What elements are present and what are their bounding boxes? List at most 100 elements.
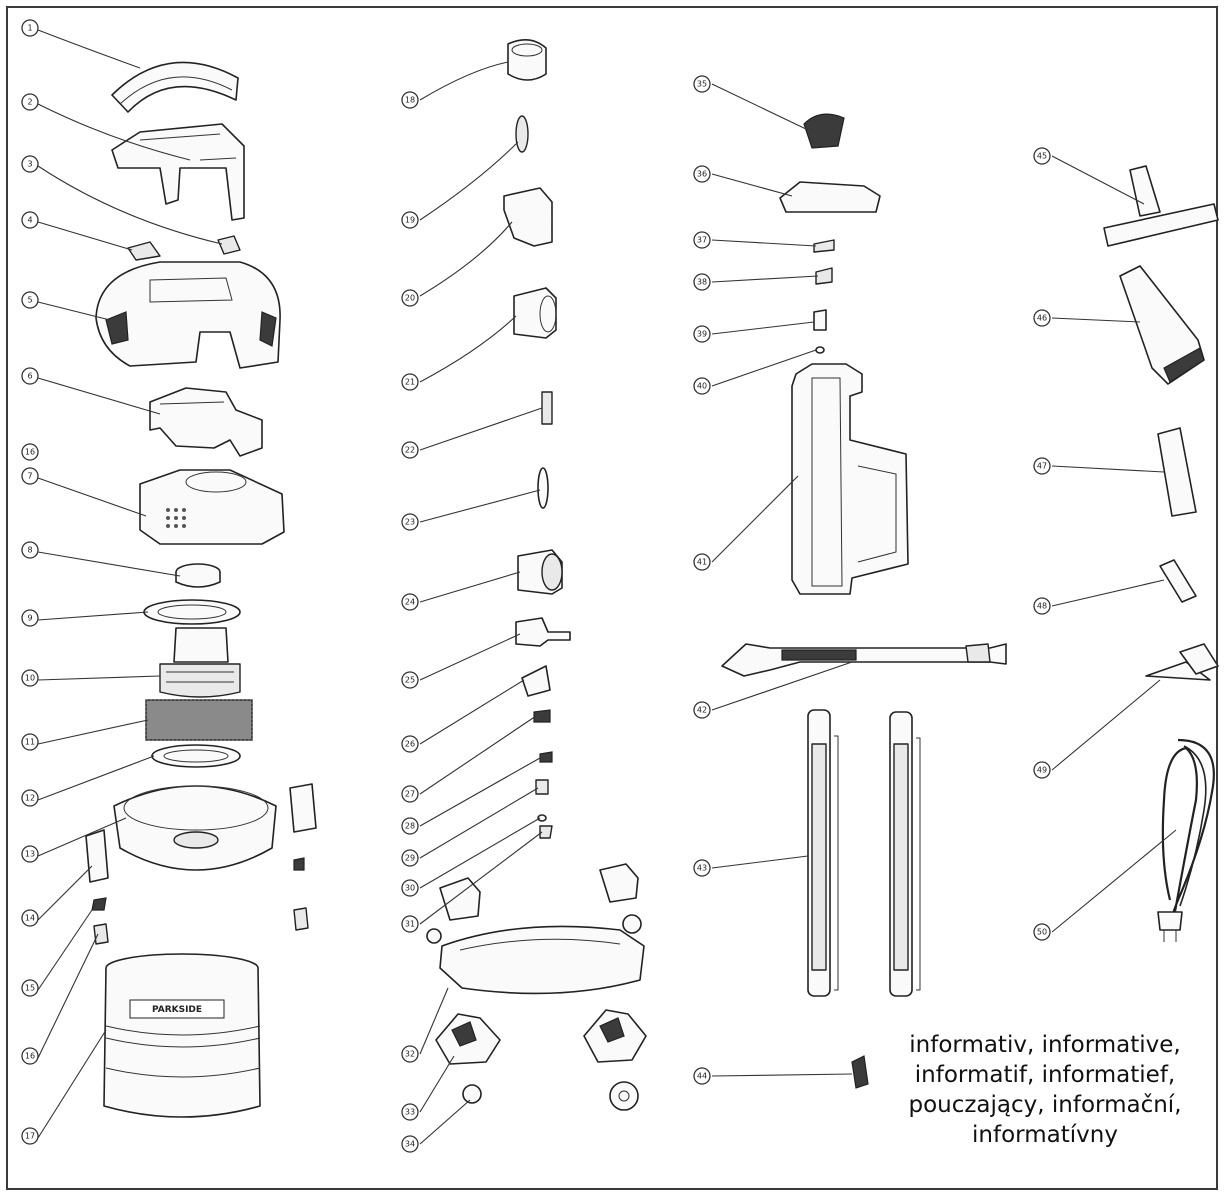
part-39-rod	[813, 309, 827, 331]
svg-text:24: 24	[405, 598, 415, 607]
part-49-wet-nozzle	[1145, 643, 1219, 681]
part-19-disc	[515, 115, 529, 153]
label-29: 29	[401, 849, 419, 867]
part-5-motor-housing	[95, 261, 281, 369]
label-9: 9	[21, 609, 39, 627]
part-11-foam-filter	[145, 699, 253, 741]
svg-text:46: 46	[1037, 314, 1047, 323]
part-18-cap	[507, 39, 547, 81]
diagram-frame	[6, 6, 1218, 1190]
svg-text:19: 19	[405, 216, 415, 225]
part-42-hose	[721, 643, 1007, 677]
part-37-clip	[813, 239, 835, 253]
part-22-seal	[541, 391, 553, 425]
part-10-motor	[159, 627, 241, 698]
label-7: 7	[21, 467, 39, 485]
svg-text:34: 34	[405, 1140, 415, 1149]
part-34-wheels	[462, 1081, 639, 1111]
leader-lines	[37, 29, 1177, 1145]
part-36-filter-cover	[779, 181, 881, 213]
svg-text:10: 10	[25, 674, 35, 683]
label-13: 13	[21, 845, 39, 863]
label-10: 10	[21, 669, 39, 687]
part-4-knob	[127, 241, 161, 261]
svg-text:33: 33	[405, 1108, 415, 1117]
label-41: 41	[693, 553, 711, 571]
label-24: 24	[401, 593, 419, 611]
label-44: 44	[693, 1067, 711, 1085]
part-40-washer	[815, 346, 825, 354]
svg-text:42: 42	[697, 706, 707, 715]
svg-text:43: 43	[697, 864, 707, 873]
label-30: 30	[401, 879, 419, 897]
svg-text:44: 44	[697, 1072, 707, 1081]
part-7-motor-body	[139, 469, 285, 545]
svg-text:20: 20	[405, 294, 415, 303]
part-47-crevice-nozzle	[1157, 427, 1197, 517]
svg-text:16: 16	[25, 448, 35, 457]
label-42: 42	[693, 701, 711, 719]
part-28-pin	[539, 751, 553, 763]
label-8: 8	[21, 541, 39, 559]
part-25-switch	[515, 617, 571, 647]
svg-text:47: 47	[1037, 462, 1047, 471]
svg-text:50: 50	[1037, 928, 1047, 937]
part-48-adapter	[1159, 559, 1197, 603]
svg-text:35: 35	[697, 80, 707, 89]
label-20: 20	[401, 289, 419, 307]
svg-text:39: 39	[697, 330, 707, 339]
label-16: 16	[21, 1047, 39, 1065]
label-48: 48	[1033, 597, 1051, 615]
label-23: 23	[401, 513, 419, 531]
part-14-clips	[85, 783, 317, 883]
svg-text:38: 38	[697, 278, 707, 287]
svg-text:17: 17	[25, 1132, 35, 1141]
label-32: 32	[401, 1045, 419, 1063]
part-29-block	[535, 779, 549, 795]
label-49: 49	[1033, 761, 1051, 779]
part-20-inlet-elbow	[503, 187, 553, 247]
part-21-inlet-socket	[513, 287, 557, 339]
note-line-3: pouczający, informační,	[908, 1092, 1182, 1118]
label-21: 21	[401, 373, 419, 391]
part-45-floor-nozzle	[1103, 165, 1219, 247]
part-2-handle	[111, 123, 245, 221]
part-23-o-ring	[537, 467, 549, 509]
part-46-upholstery-nozzle	[1119, 265, 1205, 385]
label-22: 22	[401, 441, 419, 459]
part-33-casters	[435, 1009, 647, 1065]
svg-text:45: 45	[1037, 152, 1047, 161]
label-40: 40	[693, 377, 711, 395]
part-drawings: PARKSIDE	[85, 39, 1219, 1118]
part-13-lower-housing	[113, 785, 277, 871]
part-6-motor-cover	[149, 387, 263, 457]
svg-text:26: 26	[405, 740, 415, 749]
label-26: 26	[401, 735, 419, 753]
part-35-filter-grille	[803, 113, 845, 149]
note-line-4: informatívny	[972, 1122, 1118, 1148]
label-45: 45	[1033, 147, 1051, 165]
label-31: 31	[401, 915, 419, 933]
svg-text:22: 22	[405, 446, 415, 455]
label-2: 2	[21, 93, 39, 111]
svg-text:40: 40	[697, 382, 707, 391]
svg-text:41: 41	[697, 558, 707, 567]
note-line-2: informatif, informatief,	[914, 1062, 1176, 1088]
label-15: 15	[21, 979, 39, 997]
part-32-caster-base	[426, 863, 645, 995]
part-16-latches	[93, 907, 309, 945]
label-14: 14	[21, 909, 39, 927]
label-18: 18	[401, 91, 419, 109]
svg-text:12: 12	[25, 794, 35, 803]
label-17: 17	[21, 1127, 39, 1145]
svg-text:4: 4	[27, 216, 32, 225]
part-15-screws	[91, 857, 305, 911]
informative-note: informativ, informative, informatif, inf…	[880, 1030, 1210, 1150]
label-1: 1	[21, 19, 39, 37]
svg-text:36: 36	[697, 170, 707, 179]
svg-text:25: 25	[405, 676, 415, 685]
part-43-tubes	[807, 709, 921, 997]
note-line-1: informativ, informative,	[909, 1032, 1181, 1058]
label-19: 19	[401, 211, 419, 229]
